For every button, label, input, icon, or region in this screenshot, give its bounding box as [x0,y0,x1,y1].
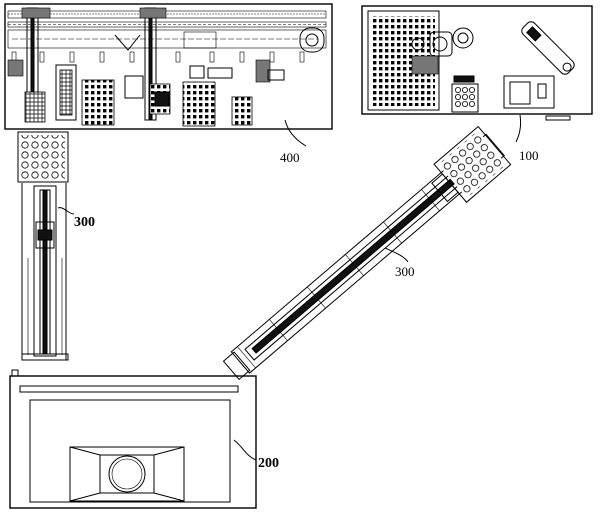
label-300-right: 300 [395,264,415,279]
station-100-frame [361,5,593,115]
leader-200 [233,439,257,461]
conveyor-300-right [222,125,512,381]
label-200: 200 [258,456,279,471]
leader-100 [515,114,521,143]
label-100: 100 [519,148,539,163]
leaders [233,114,521,461]
station-100 [361,5,593,121]
station-400 [4,3,333,130]
label-300-left: 300 [74,215,95,230]
leader-400 [284,119,307,147]
leader-300-right [384,247,409,263]
station-200-frame [9,375,257,509]
station-400-frame [4,3,333,130]
conveyor-300-left [17,131,75,361]
label-400: 400 [280,150,300,165]
station-200 [9,369,257,509]
